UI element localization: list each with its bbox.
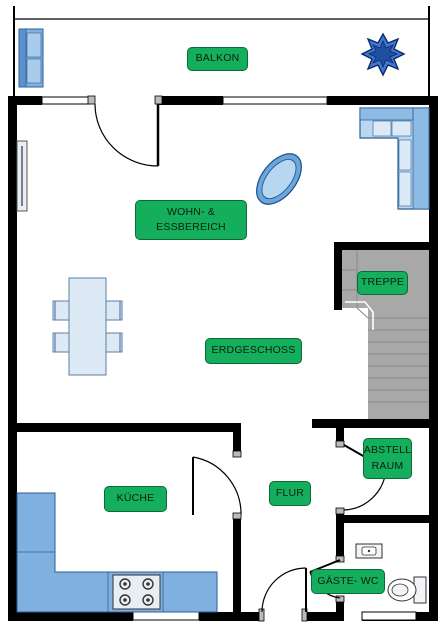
dining-table-top — [68, 277, 107, 376]
burner-3 — [119, 594, 131, 606]
kitchen-right-wall-lower — [233, 515, 241, 621]
burner-4 — [142, 594, 154, 606]
kitchen-counter — [16, 492, 218, 613]
label-flur: FLUR — [269, 481, 311, 506]
chair-right-2 — [105, 332, 123, 353]
kitchen-window — [132, 611, 200, 621]
label-wohn-essbereich: WOHN- & ESSBEREICH — [135, 200, 247, 240]
balcony-sofa-icon — [18, 28, 44, 88]
label-balkon: BALKON — [187, 47, 248, 71]
radiator-icon — [16, 140, 28, 212]
right-wall — [429, 96, 438, 621]
balcony-door-arc — [94, 103, 159, 167]
top-wall-seg-1 — [10, 96, 42, 105]
bottom-wall-seg-2 — [199, 612, 259, 621]
kitchen-door-arc — [192, 456, 242, 516]
window-1 — [41, 96, 91, 105]
window-2 — [222, 96, 328, 105]
storage-left-wall-lower — [336, 510, 344, 558]
chair-icon — [52, 300, 123, 353]
bottom-wall-seg-1 — [8, 612, 133, 621]
wc-window — [361, 611, 417, 621]
label-gaeste-wc: GÄSTE- WC — [311, 569, 385, 594]
top-windows — [41, 95, 328, 105]
chair-right-1 — [105, 300, 123, 321]
storage-left-wall-upper — [336, 419, 344, 445]
bottom-windows — [132, 611, 417, 621]
chair-left-1 — [52, 300, 70, 321]
toilet-icon — [387, 576, 427, 604]
entrance-jamb-right — [301, 608, 308, 622]
sofa-cushion-b — [391, 120, 412, 137]
top-wall-seg-2 — [159, 96, 223, 105]
door-jamb-1 — [87, 95, 96, 105]
stair-top-wall — [334, 242, 438, 250]
entrance-door-arc — [261, 567, 307, 613]
label-abstellraum: ABSTELL RAUM — [363, 438, 412, 479]
corner-sofa-icon — [359, 107, 430, 210]
wc-left-wall-lower — [336, 598, 344, 621]
kitchen-counter-body — [16, 492, 218, 613]
plant-icon — [360, 32, 406, 77]
storage-bottom-wall — [344, 515, 438, 523]
burner-2 — [142, 578, 154, 590]
sofa-cushion-d — [398, 171, 412, 207]
door-jamb-2 — [154, 95, 163, 105]
left-wall — [8, 96, 17, 621]
storage-top-wall — [312, 419, 438, 428]
top-wall-seg-3 — [327, 96, 433, 105]
burner-1 — [119, 578, 131, 590]
stair-treads — [342, 250, 429, 403]
plant-inner-leaves — [367, 39, 399, 69]
entrance-door-swing-icon — [258, 567, 308, 622]
dining-table-icon — [52, 277, 123, 376]
kitchen-top-wall — [8, 423, 240, 432]
corner-sofa-back-top — [359, 107, 414, 121]
kitchen-right-wall-upper — [233, 423, 241, 455]
stove-top — [112, 574, 161, 610]
stove-icon — [112, 574, 161, 610]
sink-icon — [355, 543, 383, 559]
sofa-cushion-c — [398, 139, 412, 171]
balcony-sofa-cushion-2 — [26, 58, 42, 84]
balcony-sofa-cushion-1 — [26, 32, 42, 58]
label-erdgeschoss: ERDGESCHOSS — [205, 338, 302, 364]
kitchen-door-swing-icon — [192, 450, 242, 520]
corner-sofa-back-right — [412, 107, 430, 210]
interior-walls — [8, 242, 438, 621]
chair-left-2 — [52, 332, 70, 353]
rug-icon — [256, 153, 302, 205]
stair-handrail — [345, 301, 374, 330]
label-treppe: TREPPE — [357, 271, 408, 295]
sofa-cushion-a — [372, 120, 392, 137]
label-kueche: KÜCHE — [104, 486, 167, 512]
bottom-wall-seg-3 — [306, 612, 344, 621]
balcony-sofa-back — [18, 28, 27, 88]
stair-left-wall — [334, 242, 342, 310]
balcony-door-swing-icon — [94, 103, 160, 167]
